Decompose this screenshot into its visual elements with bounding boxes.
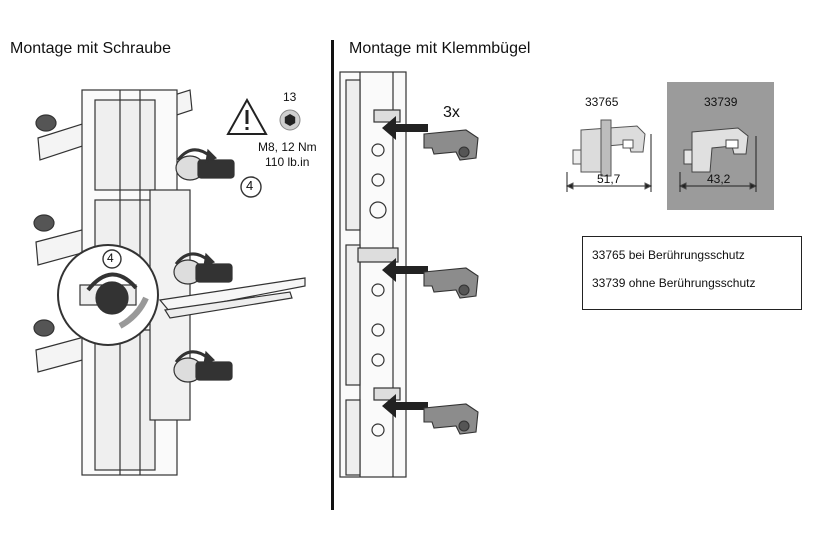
zoom-detail-circle <box>57 244 159 346</box>
legend-item: 33765 bei Berührungsschutz <box>592 248 745 262</box>
clamp-33765-width: 51,7 <box>597 172 621 186</box>
clamp-part-middle <box>423 267 479 299</box>
clamp-33739-drawing <box>678 127 758 192</box>
legend-box: 33765 bei Berührungsschutz 33739 ohne Be… <box>582 236 802 310</box>
screw-mounting-illustration <box>33 89 306 476</box>
zoom-step-circle <box>102 249 122 269</box>
section-divider <box>331 40 334 510</box>
clamp-parts <box>423 129 479 435</box>
right-section-title: Montage mit Klemmbügel <box>349 40 531 57</box>
clamp-33765-drawing <box>565 119 653 192</box>
arrow-top <box>382 116 428 140</box>
step-number: 4 <box>246 178 254 193</box>
bolt-middle <box>173 252 233 285</box>
arrow-middle <box>382 258 428 282</box>
fuse-handle <box>158 277 306 319</box>
clamp-rail-illustration <box>339 71 407 478</box>
arrow-bottom <box>382 394 428 418</box>
hex-nut <box>33 319 55 337</box>
insert-arrows <box>382 116 428 418</box>
tool-size-label: 13 <box>283 90 297 104</box>
quantity-label: 3x <box>443 104 460 121</box>
hex-nut <box>33 214 55 232</box>
legend-item: 33739 ohne Berührungsschutz <box>592 276 756 290</box>
bolt-bottom <box>173 350 233 383</box>
clamp-part-top <box>423 129 479 161</box>
clamp-33765-part-number: 33765 <box>585 95 619 109</box>
warning-icon <box>226 98 268 135</box>
torque-imperial: 110 lb.in <box>265 155 310 169</box>
hex-nut <box>35 114 57 132</box>
clamp-33739-part-number: 33739 <box>704 95 738 109</box>
bolt-torque-spec: M8, 12 Nm <box>258 140 317 154</box>
clamp-33739-width: 43,2 <box>707 172 731 186</box>
hex-socket-icon <box>279 109 301 131</box>
left-section-title: Montage mit Schraube <box>10 40 171 57</box>
zoom-step-number: 4 <box>107 251 114 265</box>
clamp-part-bottom <box>423 403 479 435</box>
step-circle <box>240 176 262 198</box>
bolt-top <box>175 148 235 181</box>
